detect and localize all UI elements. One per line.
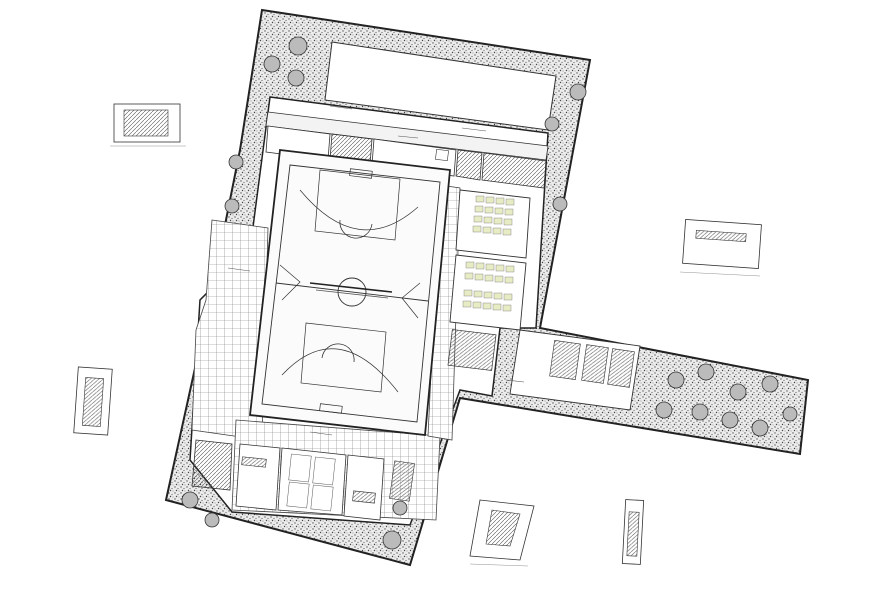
east-wing [447, 329, 641, 411]
detail-stair-topleft [110, 103, 186, 147]
bottom-rooms [191, 439, 415, 521]
tree-icons [181, 36, 798, 550]
seating-room-lower [449, 254, 527, 331]
sports-court [249, 149, 451, 436]
detail-bottom-center [469, 499, 535, 567]
annotation-marks [227, 105, 525, 436]
corridor-grid-left [191, 219, 269, 441]
seating-room-upper [455, 189, 531, 259]
detail-bottom-right [621, 499, 645, 565]
detail-stair-left [73, 366, 113, 436]
top-service-band [265, 111, 549, 161]
detail-right [679, 218, 762, 277]
